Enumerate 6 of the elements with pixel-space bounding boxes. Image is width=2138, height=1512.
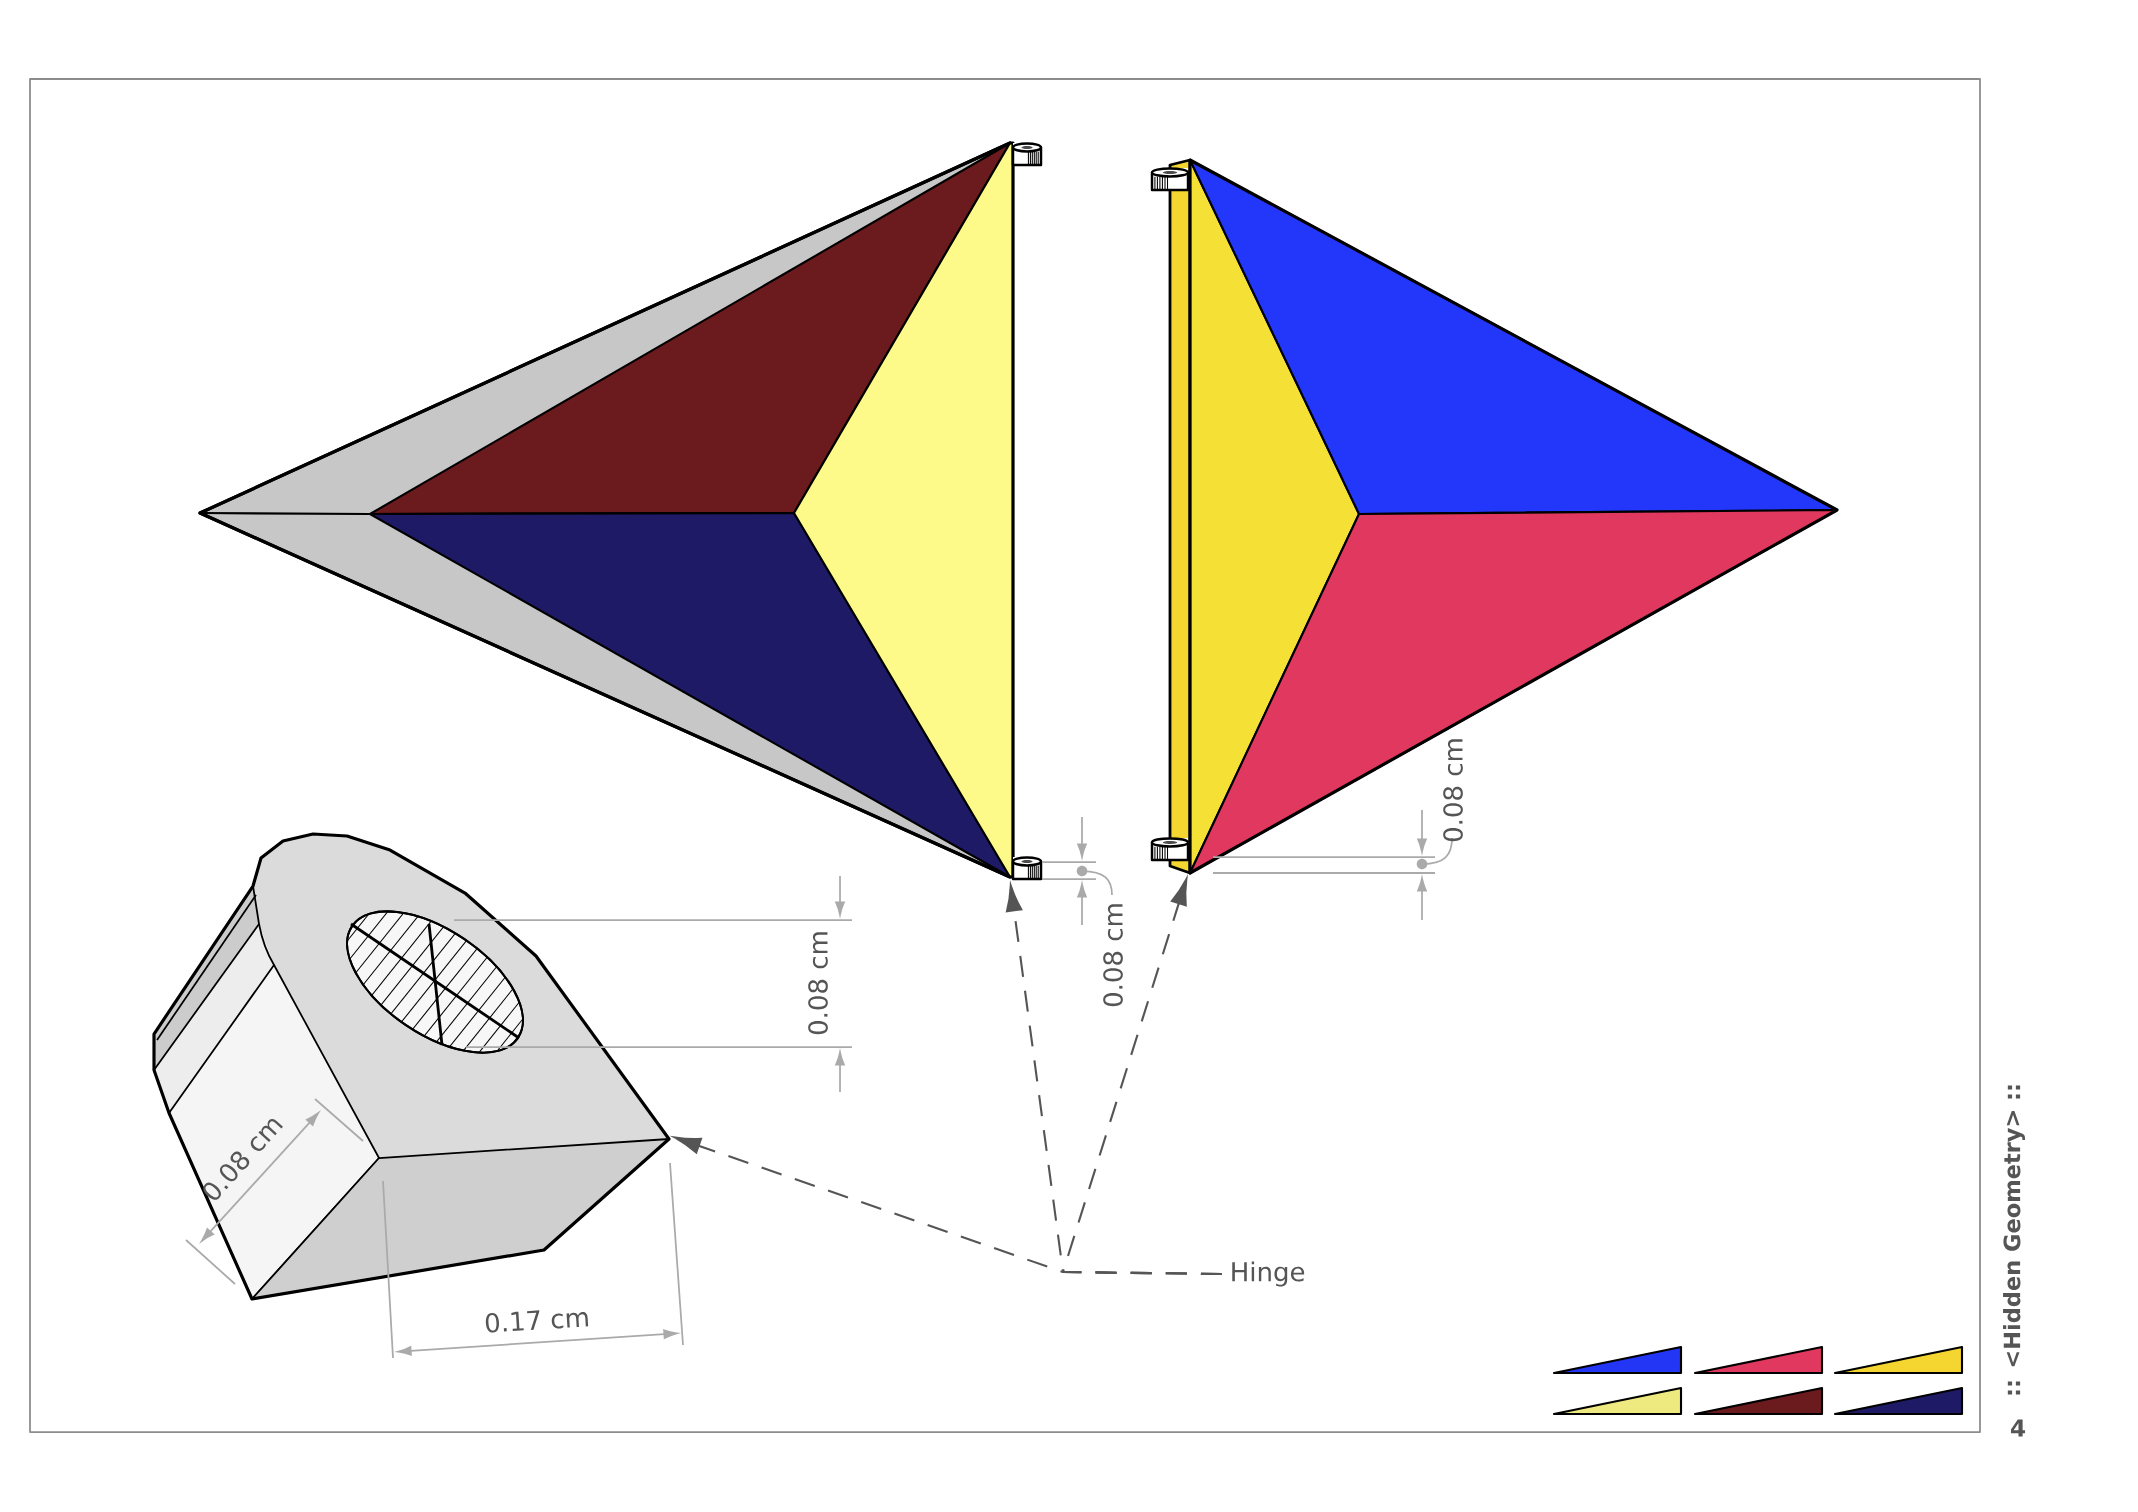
page-number: 4: [2011, 1419, 2026, 1437]
hinge-drawing: [152, 832, 671, 1301]
side-title: :: <Hidden Geometry> ::: [2003, 1085, 2025, 1395]
dimension-label: 0.08 cm: [808, 932, 828, 1035]
dimension-label: 0.08 cm: [1443, 739, 1463, 842]
callout-label: Hinge: [1232, 1261, 1305, 1287]
